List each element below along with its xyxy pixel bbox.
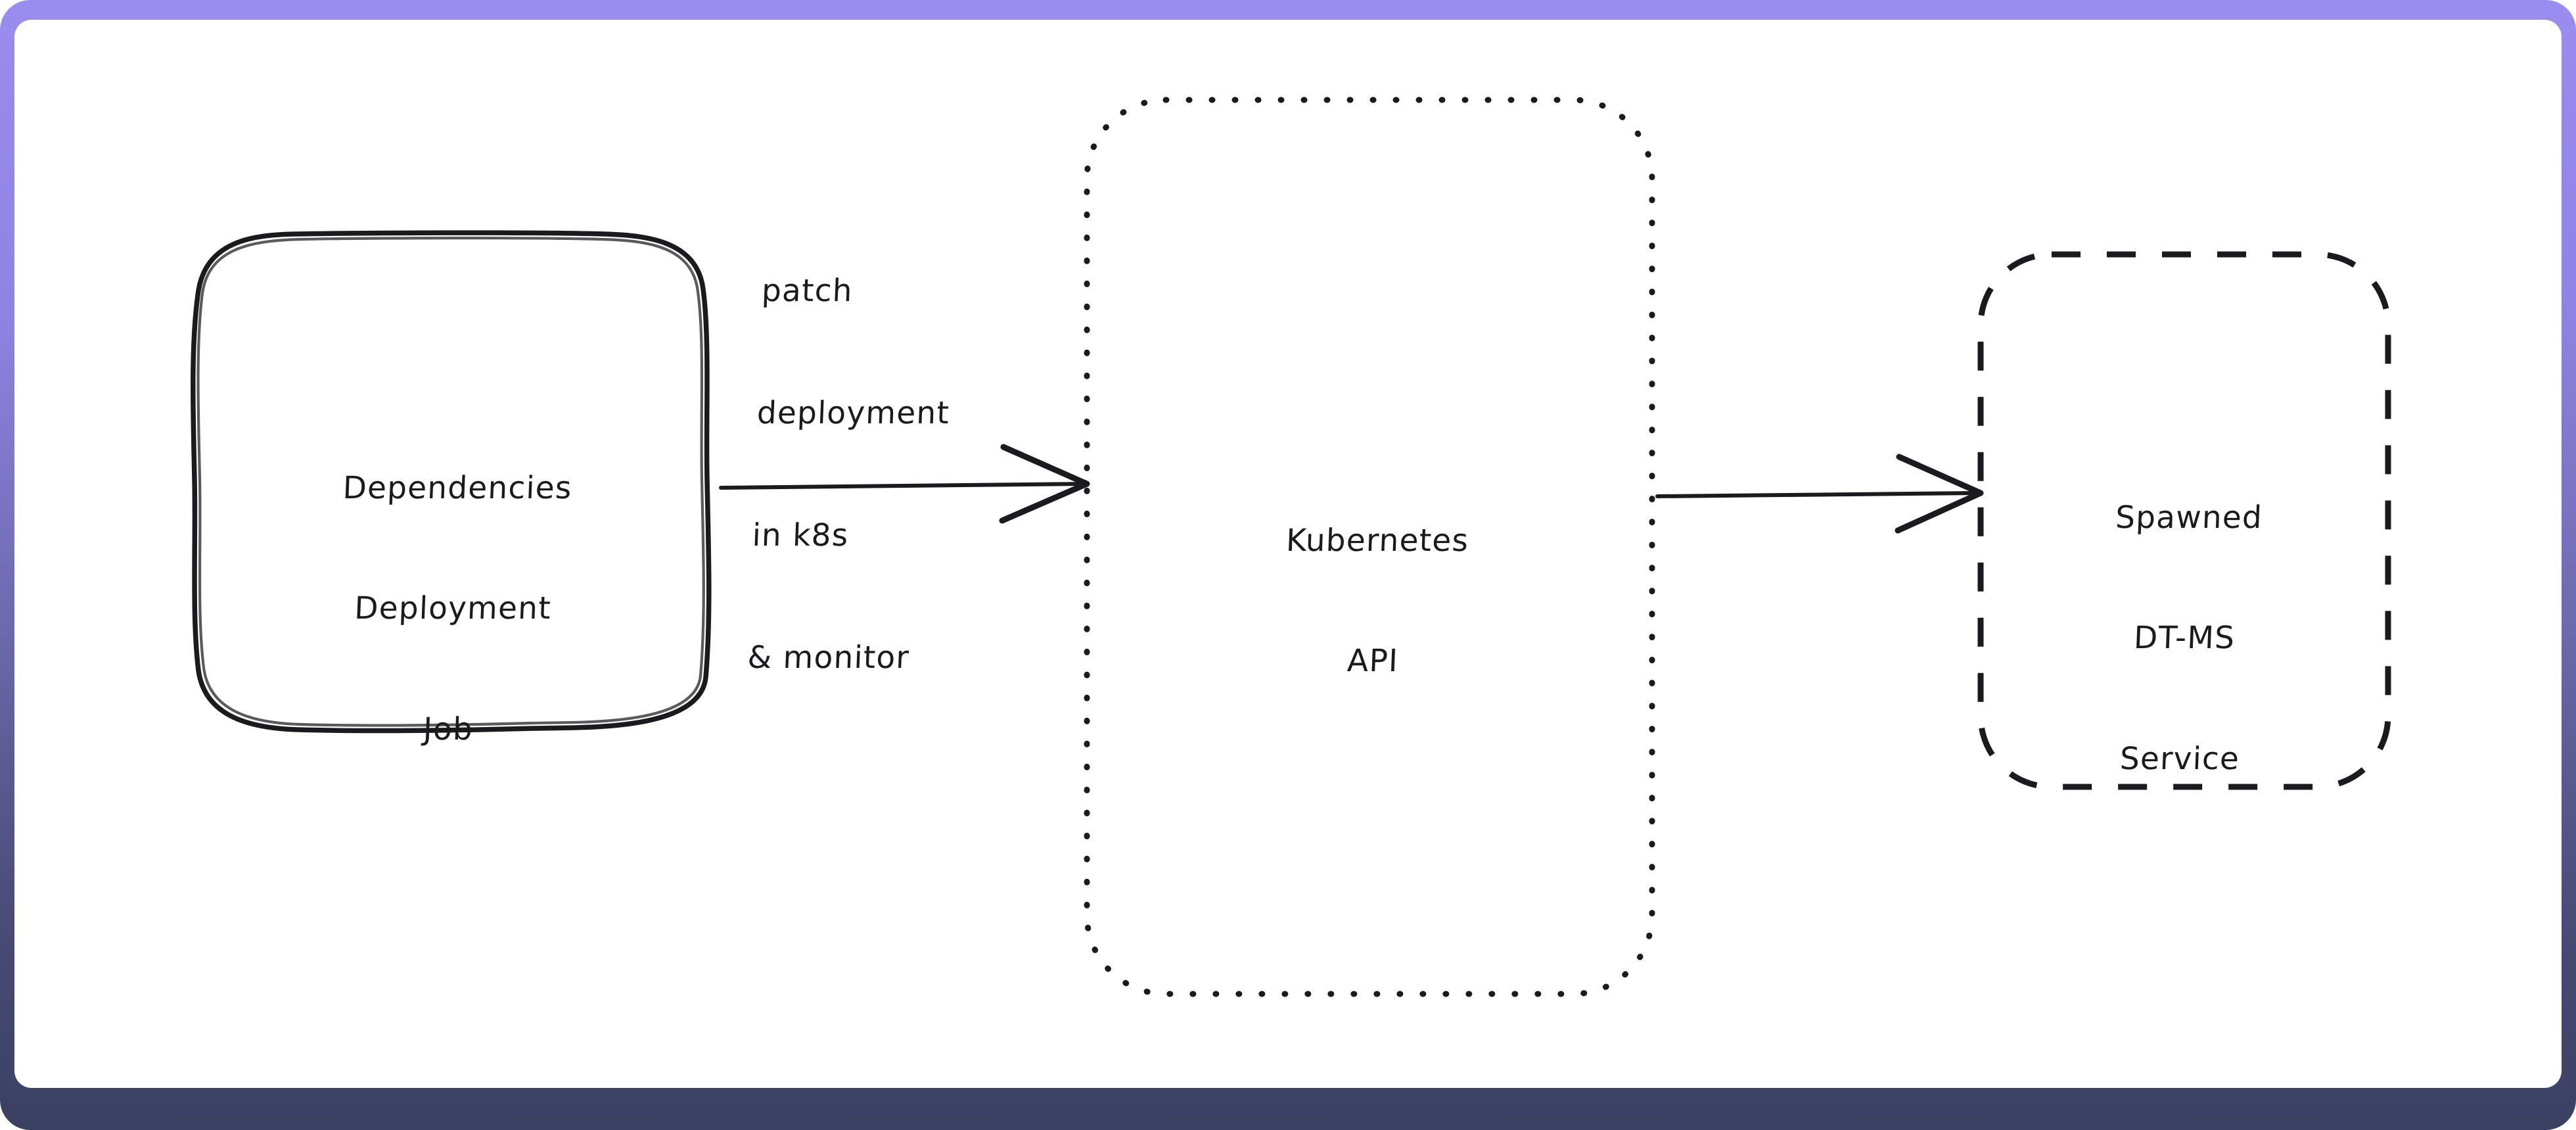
edge-1-line	[719, 482, 1086, 490]
edge-label-job-to-k8s: patch deployment in k8s & monitor	[744, 189, 1107, 760]
edge-1-arrowhead	[999, 444, 1090, 524]
node-1-border-outer	[190, 230, 712, 734]
edge-1-line-1: patch	[761, 273, 854, 310]
diagram-canvas: Dependencies Deployment Job Kubernetes A…	[14, 20, 2562, 1088]
node-label-kubernetes-api: Kubernetes API	[1080, 440, 1670, 762]
edge-2-arrowhead	[1895, 454, 1984, 534]
node-3-line-2: DT-MS	[2133, 620, 2236, 657]
node-dependencies-deployment-job[interactable]	[190, 230, 712, 734]
node-label-spawned-dt-ms-service: Spawned DT-MS Service	[1969, 417, 2400, 859]
edge-1-line-4: & monitor	[747, 640, 910, 676]
node-3-line-3: Service	[2119, 740, 2241, 777]
node-2-line-2: API	[1346, 643, 1400, 680]
edge-2-line	[1655, 491, 1980, 498]
edge-1-line-2: deployment	[756, 395, 951, 432]
node-2-line-1: Kubernetes	[1285, 523, 1470, 559]
node-3-border	[1977, 251, 2391, 790]
edge-1-line-3: in k8s	[751, 517, 850, 554]
node-1-line-1: Dependencies	[342, 470, 573, 507]
node-spawned-dt-ms-service[interactable]	[1977, 251, 2391, 790]
node-1-line-2: Deployment	[354, 590, 552, 627]
edge-k8s-to-service[interactable]	[1655, 454, 1984, 534]
node-kubernetes-api[interactable]	[1084, 97, 1655, 997]
edge-job-to-k8s[interactable]	[719, 444, 1090, 524]
node-label-dependencies-deployment-job: Dependencies Deployment Job	[195, 388, 711, 830]
node-1-border-inner	[196, 237, 705, 727]
node-3-line-1: Spawned	[2115, 500, 2264, 536]
node-1-line-3: Job	[422, 711, 474, 747]
node-2-border	[1084, 97, 1655, 997]
diagram-svg	[190, 97, 2391, 997]
